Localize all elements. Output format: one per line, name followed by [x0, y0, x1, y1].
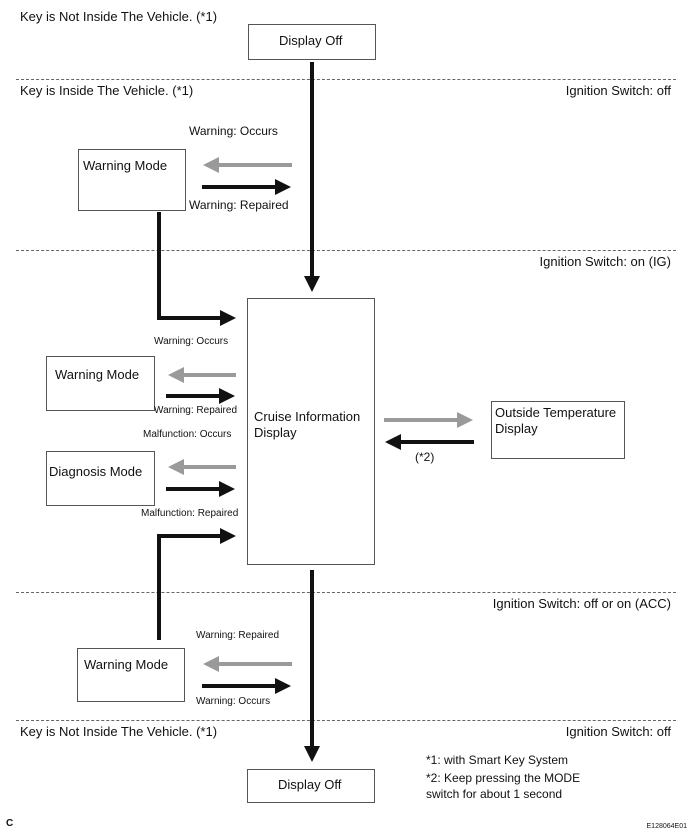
- note-1: *1: with Smart Key System: [426, 753, 569, 767]
- separator-2: [16, 250, 676, 251]
- label-warning-occurs-2: Warning: Occurs: [154, 336, 229, 347]
- label-warning-repaired-2: Warning: Repaired: [154, 405, 238, 416]
- label-warning-occurs-1: Warning: Occurs: [189, 124, 278, 138]
- outside-temperature-display-box: Outside Temperature Display: [491, 401, 625, 459]
- warning-mode-2-label: Warning Mode: [55, 367, 140, 382]
- note-2-line1: *2: Keep pressing the MODE: [426, 771, 581, 785]
- figure-code: E128064E01: [646, 823, 687, 830]
- section-key-inside: Key is Inside The Vehicle. (*1): [20, 83, 194, 98]
- section-ignition-off-top: Ignition Switch: off: [565, 83, 671, 98]
- outside-temp-line1: Outside Temperature: [495, 405, 617, 420]
- diagnosis-mode-box: Diagnosis Mode: [46, 451, 155, 506]
- separator-4: [16, 720, 676, 721]
- label-malfunction-repaired: Malfunction: Repaired: [141, 508, 239, 519]
- display-off-bottom-label: Display Off: [278, 777, 342, 792]
- warning-mode-1-label: Warning Mode: [83, 158, 168, 173]
- note-2-line2: switch for about 1 second: [426, 787, 563, 801]
- label-warning-occurs-3: Warning: Occurs: [196, 696, 271, 707]
- cruise-info-line2: Display: [254, 425, 297, 440]
- section-key-not-inside-top: Key is Not Inside The Vehicle. (*1): [20, 9, 218, 24]
- warning-mode-3-box: Warning Mode: [77, 648, 185, 702]
- warning-mode-3-label: Warning Mode: [84, 657, 169, 672]
- corner-letter: C: [6, 818, 14, 829]
- display-off-top-label: Display Off: [279, 33, 343, 48]
- separator-3: [16, 592, 676, 593]
- arrow-warning3-to-cruise: [157, 528, 236, 640]
- warning-mode-2-box: Warning Mode: [46, 356, 155, 411]
- section-ignition-off-or-acc: Ignition Switch: off or on (ACC): [492, 596, 671, 611]
- diagnosis-mode-label: Diagnosis Mode: [49, 464, 143, 479]
- cruise-info-line1: Cruise Information: [254, 409, 361, 424]
- arrow-warning1-to-cruise: [157, 212, 236, 326]
- display-off-bottom-box: Display Off: [247, 769, 375, 803]
- separator-1: [16, 79, 676, 80]
- display-off-top-box: Display Off: [248, 24, 376, 60]
- cruise-information-display-box: Cruise Information Display: [247, 298, 375, 565]
- label-warning-repaired-3: Warning: Repaired: [196, 630, 280, 641]
- section-ignition-off-bottom: Ignition Switch: off: [565, 724, 671, 739]
- section-ignition-on-ig: Ignition Switch: on (IG): [539, 254, 672, 269]
- label-note-ref-2: (*2): [415, 450, 435, 464]
- label-malfunction-occurs: Malfunction: Occurs: [143, 429, 232, 440]
- section-key-not-inside-bottom: Key is Not Inside The Vehicle. (*1): [20, 724, 218, 739]
- warning-mode-1-box: Warning Mode: [78, 149, 186, 211]
- outside-temp-line2: Display: [495, 421, 538, 436]
- label-warning-repaired-1: Warning: Repaired: [189, 198, 289, 212]
